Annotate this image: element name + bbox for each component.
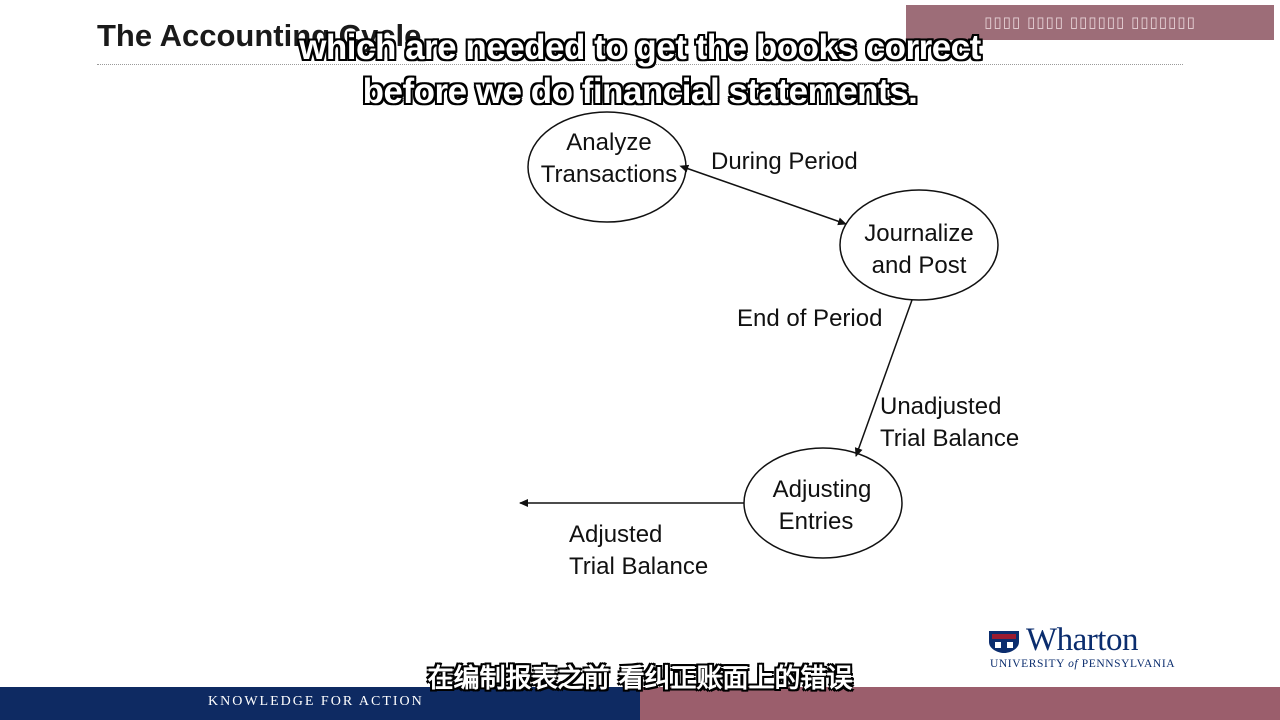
wharton-logo: Wharton UNIVERSITY of PENNSYLVANIA	[988, 622, 1193, 672]
label-unadjusted-line2: Trial Balance	[880, 425, 1019, 452]
label-end-of-period: End of Period	[737, 305, 882, 332]
watermark-banner: ▯▯▯▯ ▯▯▯▯ ▯▯▯▯▯▯ ▯▯▯▯▯▯▯	[906, 5, 1274, 40]
label-unadjusted-line1: Unadjusted	[880, 393, 1001, 420]
logo-wordmark: Wharton	[1026, 622, 1138, 658]
logo-sub-prefix: UNIVERSITY	[990, 658, 1065, 670]
label-during-period: During Period	[711, 148, 858, 175]
subtitle-chinese: 在编制报表之前 看纠正账面上的错误	[427, 664, 853, 694]
node-journalize-line2: and Post	[872, 252, 967, 279]
node-adjusting-entries: Adjusting Entries	[743, 447, 903, 559]
subtitle-english-line2: before we do financial statements.	[362, 72, 918, 111]
node-journalize-line1: Journalize	[864, 220, 973, 247]
edge-during-period	[679, 164, 847, 226]
node-analyze-line1: Analyze	[566, 129, 651, 156]
subtitle-english: which are needed to get the books correc…	[240, 26, 1040, 114]
footer-bar-maroon	[640, 687, 1280, 720]
logo-subtitle: UNIVERSITY of PENNSYLVANIA	[990, 658, 1175, 670]
node-adjusting-line2: Entries	[779, 508, 854, 535]
subtitle-english-line1: which are needed to get the books correc…	[299, 28, 981, 67]
title-divider	[97, 64, 1183, 65]
node-analyze-line2: Transactions	[541, 161, 678, 188]
node-analyze-transactions: Analyze Transactions	[527, 111, 687, 223]
penn-shield-icon	[989, 631, 1019, 653]
footer-tagline: KNOWLEDGE FOR ACTION	[208, 694, 424, 709]
node-journalize-and-post: Journalize and Post	[839, 189, 999, 301]
logo-sub-italic: of	[1068, 658, 1079, 670]
logo-sub-suffix: PENNSYLVANIA	[1081, 658, 1176, 670]
slide-title: The Accounting Cycle	[97, 18, 422, 53]
label-adjusted-line1: Adjusted	[569, 521, 662, 548]
footer-bar-navy	[0, 687, 640, 720]
node-adjusting-line1: Adjusting	[773, 476, 872, 503]
edge-end-of-period	[854, 299, 913, 457]
label-adjusted-line2: Trial Balance	[569, 553, 708, 580]
